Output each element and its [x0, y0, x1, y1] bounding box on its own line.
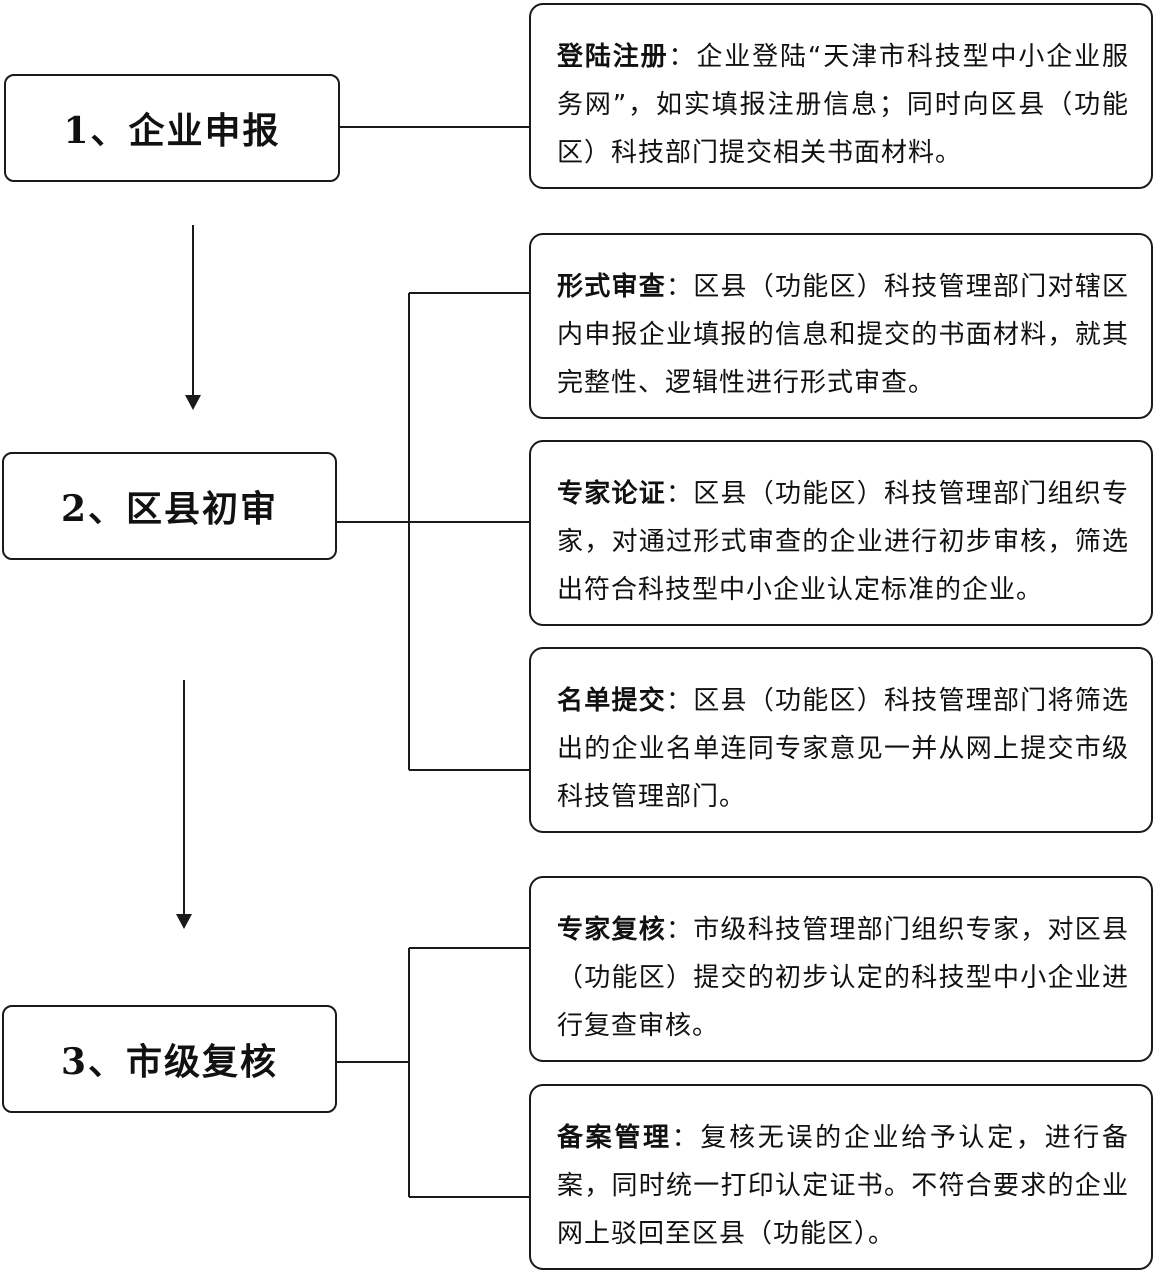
detail-list-submission: 名单提交：区县（功能区）科技管理部门将筛选出的企业名单连同专家意见一并从网上提交… — [529, 647, 1153, 833]
detail-text: 企业登陆“天津市科技型中小企业服务网”，如实填报注册信息；同时向区县（功能区）科… — [557, 42, 1129, 168]
detail-separator: ： — [666, 479, 694, 509]
detail-login-registration: 登陆注册：企业登陆“天津市科技型中小企业服务网”，如实填报注册信息；同时向区县（… — [529, 3, 1153, 189]
detail-text: 区县（功能区）科技管理部门将筛选出的企业名单连同专家意见一并从网上提交市级科技管… — [557, 686, 1129, 812]
detail-text: 区县（功能区）科技管理部门组织专家，对通过形式审查的企业进行初步审核，筛选出符合… — [557, 479, 1129, 605]
detail-separator: ： — [668, 42, 697, 72]
detail-expert-recheck: 专家复核：市级科技管理部门组织专家，对区县（功能区）提交的初步认定的科技型中小企… — [529, 876, 1153, 1062]
detail-text: 区县（功能区）科技管理部门对辖区内申报企业填报的信息和提交的书面材料，就其完整性… — [557, 272, 1129, 398]
step-enterprise-application: 1、企业申报 — [4, 74, 340, 182]
detail-separator: ： — [671, 1123, 701, 1153]
detail-title: 名单提交 — [557, 686, 666, 716]
detail-title: 专家复核 — [557, 915, 666, 945]
detail-title: 专家论证 — [557, 479, 666, 509]
step-label: 1、企业申报 — [63, 110, 281, 152]
step-district-initial-review: 2、区县初审 — [2, 452, 337, 560]
detail-title: 形式审查 — [557, 272, 666, 302]
detail-text: 市级科技管理部门组织专家，对区县（功能区）提交的初步认定的科技型中小企业进行复查… — [557, 915, 1129, 1041]
step-municipal-review: 3、市级复核 — [2, 1005, 337, 1113]
step-label: 2、区县初审 — [60, 488, 279, 530]
detail-text: 复核无误的企业给予认定，进行备案，同时统一打印认定证书。不符合要求的企业网上驳回… — [557, 1123, 1129, 1249]
detail-formal-review: 形式审查：区县（功能区）科技管理部门对辖区内申报企业填报的信息和提交的书面材料，… — [529, 233, 1153, 419]
detail-separator: ： — [666, 915, 694, 945]
arrowhead-step2-step3 — [176, 914, 192, 929]
detail-separator: ： — [666, 272, 694, 302]
arrowhead-step1-step2 — [185, 395, 201, 410]
detail-record-management: 备案管理：复核无误的企业给予认定，进行备案，同时统一打印认定证书。不符合要求的企… — [529, 1084, 1153, 1270]
detail-title: 备案管理 — [557, 1123, 672, 1153]
detail-title: 登陆注册 — [557, 42, 669, 72]
detail-expert-evaluation: 专家论证：区县（功能区）科技管理部门组织专家，对通过形式审查的企业进行初步审核，… — [529, 440, 1153, 626]
detail-separator: ： — [666, 686, 694, 716]
step-label: 3、市级复核 — [60, 1041, 279, 1083]
